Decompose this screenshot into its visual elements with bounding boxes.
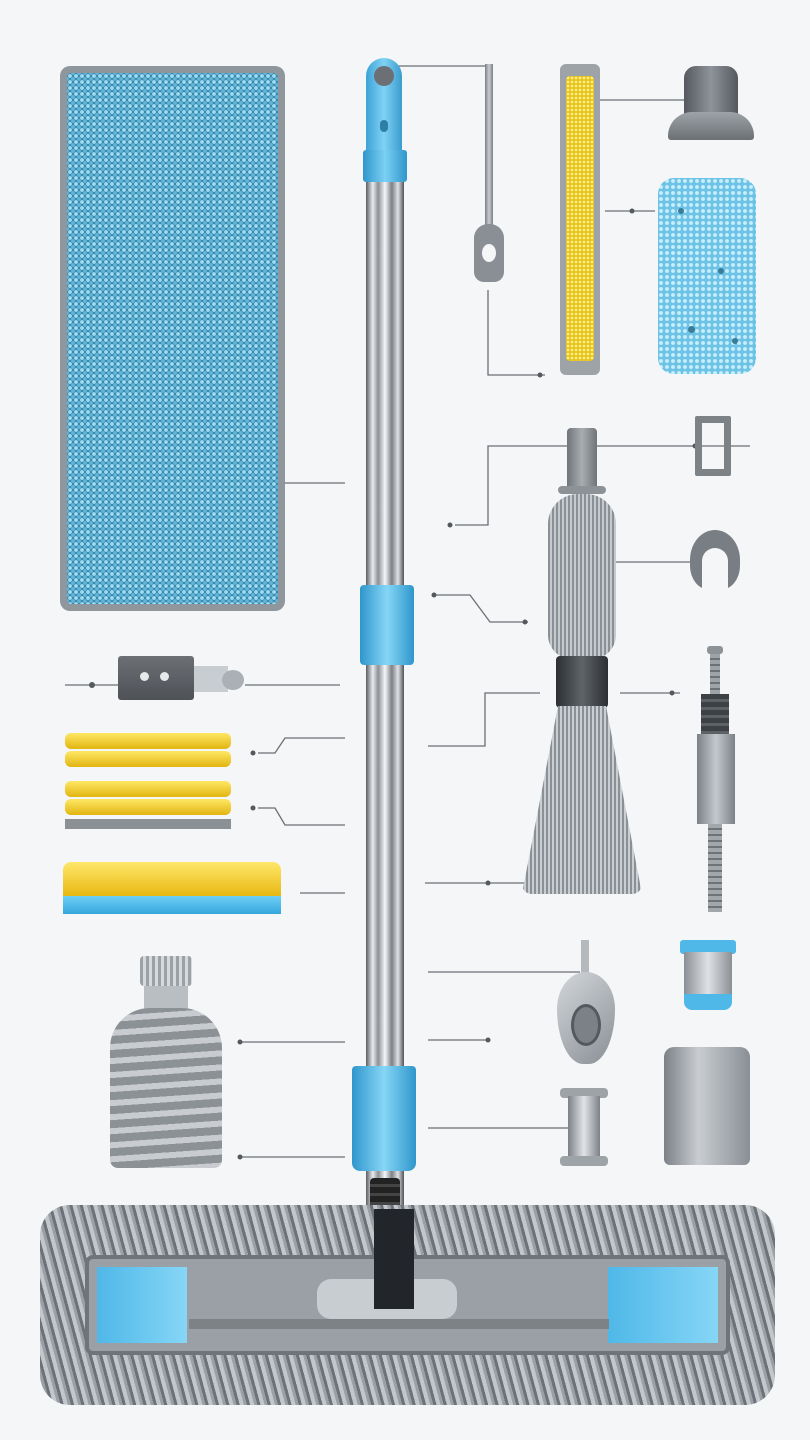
squeegee-blade [63, 862, 281, 914]
hanging-hook [468, 64, 518, 294]
bracket-connector [118, 656, 246, 702]
teardrop-hanger [557, 940, 617, 1064]
cleaning-bottle [110, 956, 225, 1168]
spring-connector [695, 646, 745, 912]
axle-pin [560, 1088, 610, 1166]
yellow-sponge-roller [560, 64, 600, 375]
telescopic-handle [352, 58, 420, 1238]
yellow-scrub-strips [65, 733, 231, 829]
gray-sleeve [664, 1047, 750, 1165]
twist-mop-head [520, 428, 645, 898]
square-clip [695, 416, 731, 476]
microfiber-pad [60, 66, 285, 611]
u-clip [690, 530, 740, 590]
end-cap [668, 66, 754, 142]
flat-mop-head [40, 1205, 775, 1405]
blue-sponge [658, 178, 756, 374]
blue-cup [680, 940, 736, 1010]
